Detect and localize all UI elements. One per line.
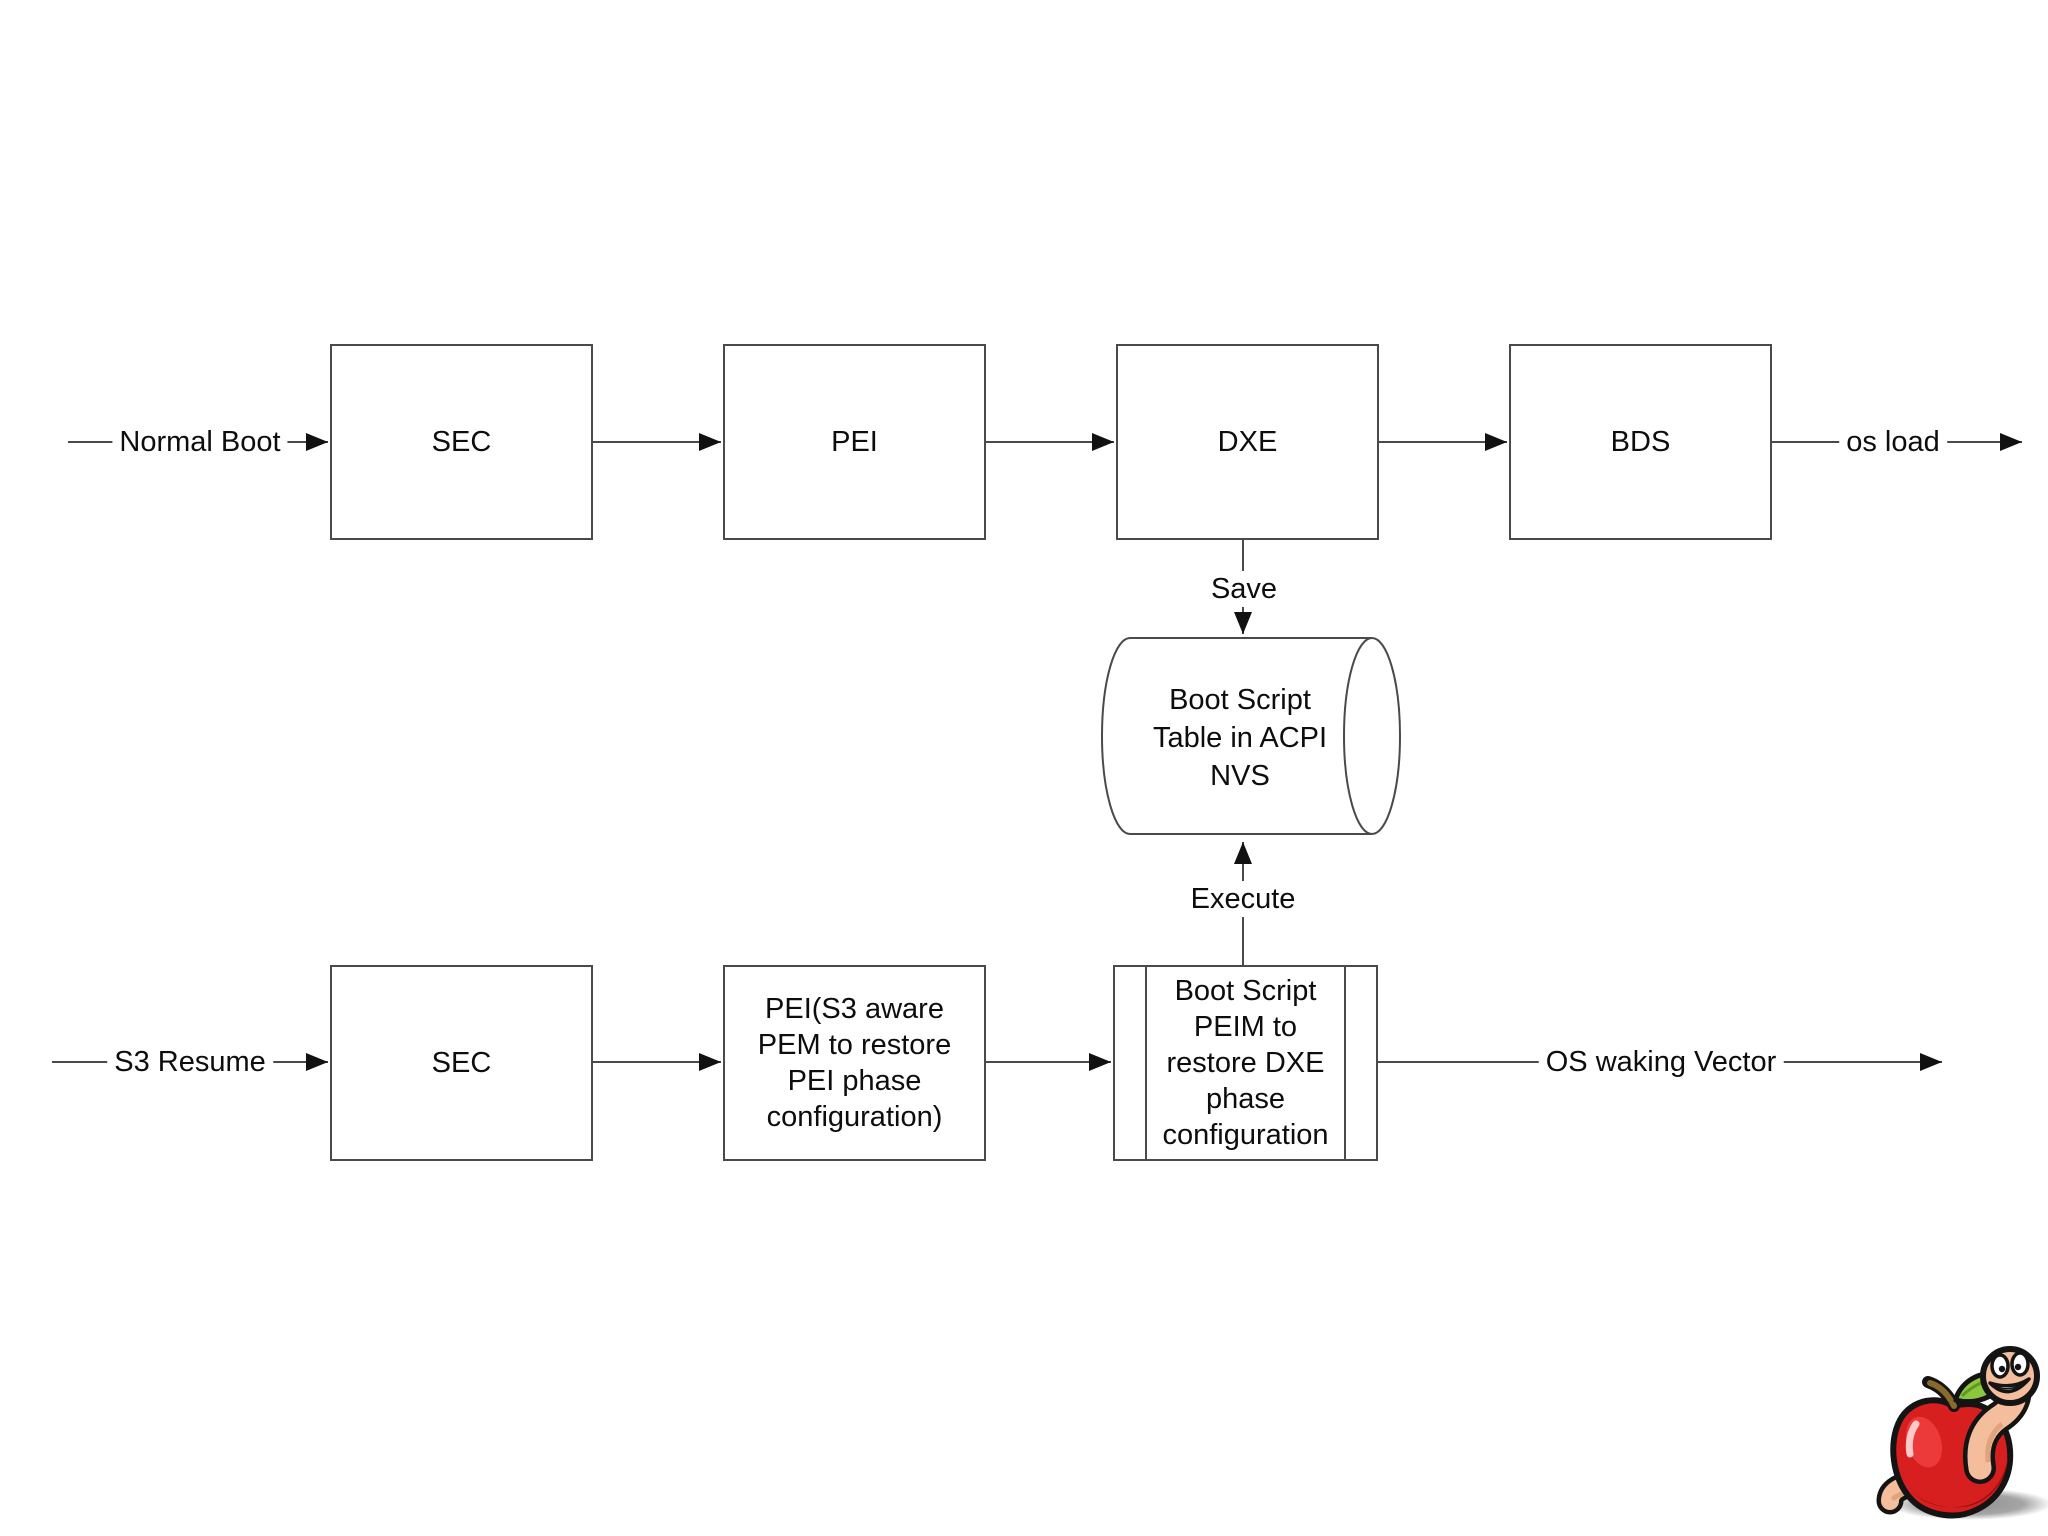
storage-cylinder-label: Boot Script Table in ACPI NVS [1152, 684, 1328, 792]
execute-label: Execute [1183, 881, 1303, 917]
node-sec-bottom: SEC [330, 965, 593, 1161]
node-bds-label: BDS [1610, 426, 1671, 458]
node-pei-top: PEI [723, 344, 986, 540]
predefined-process-right-bar [1344, 967, 1346, 1159]
worm-eye-right [2010, 1351, 2030, 1377]
node-sec-top: SEC [330, 344, 593, 540]
worm-head [1980, 1346, 2040, 1406]
node-boot-script-peim-label: Boot Script PEIM to restore DXE phase co… [1162, 975, 1329, 1151]
os-waking-vector-label: OS waking Vector [1538, 1044, 1784, 1080]
predefined-process-left-bar [1145, 967, 1147, 1159]
node-sec-top-label: SEC [431, 426, 492, 458]
worm-eye-left [1990, 1353, 2010, 1379]
cylinder-cap-arc [1343, 637, 1373, 835]
node-pei-s3-label: PEI(S3 aware PEM to restore PEI phase co… [757, 993, 952, 1133]
node-sec-bottom-label: SEC [431, 1047, 492, 1079]
node-pei-s3: PEI(S3 aware PEM to restore PEI phase co… [723, 965, 986, 1161]
apple-worm-logo [1876, 1346, 2048, 1520]
node-boot-script-peim: Boot Script PEIM to restore DXE phase co… [1113, 965, 1378, 1161]
node-dxe: DXE [1116, 344, 1379, 540]
node-dxe-label: DXE [1217, 426, 1278, 458]
os-load-label: os load [1839, 424, 1947, 460]
save-label: Save [1203, 571, 1285, 607]
node-bds: BDS [1509, 344, 1772, 540]
normal-boot-label: Normal Boot [112, 424, 288, 460]
s3-resume-label: S3 Resume [107, 1044, 273, 1080]
node-pei-top-label: PEI [831, 426, 878, 458]
storage-cylinder [1101, 637, 1401, 835]
